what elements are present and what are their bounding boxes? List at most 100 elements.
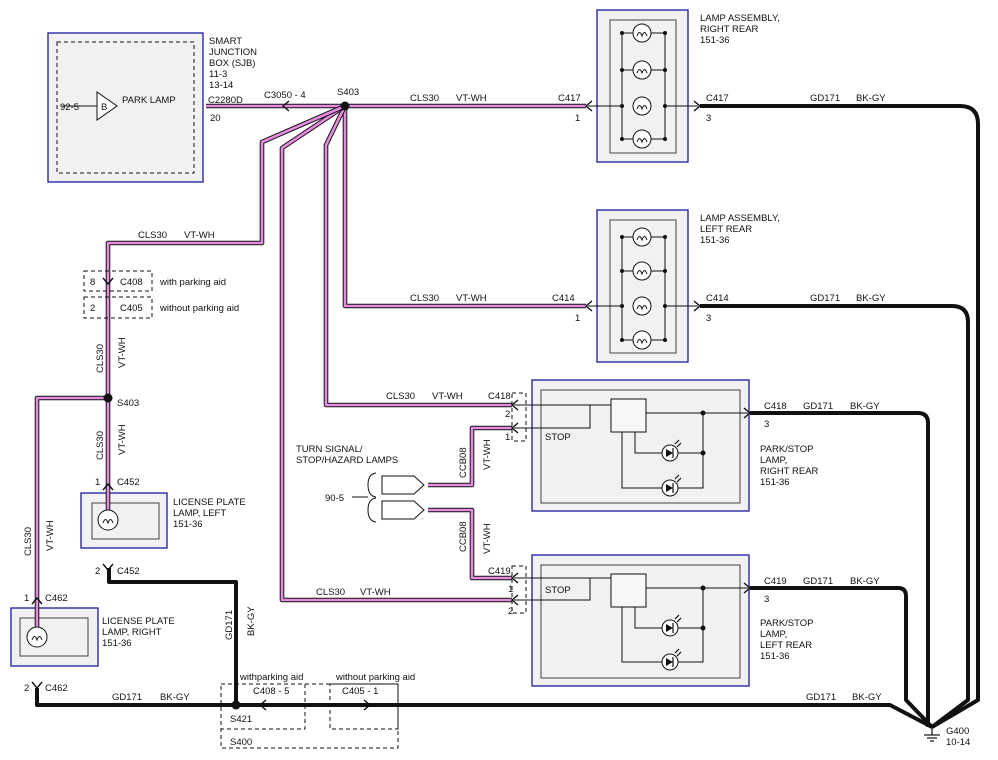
license-plate-lamp-right: [10, 607, 99, 667]
label-wires-vtwh: VT-WH: [45, 520, 56, 551]
label-pins-p1: 1: [505, 432, 510, 443]
label-pins-p3: 3: [706, 313, 711, 324]
lamp-assembly-labels: LAMP ASSEMBLY, RIGHT REAR 151-36 LAMP AS…: [700, 13, 780, 246]
label-pins-p1: 1: [24, 593, 29, 604]
label-pins-p2: 2: [95, 566, 100, 577]
label-splices-s421: S421: [230, 714, 252, 725]
label-labels-lpr1: LICENSE PLATE: [102, 616, 175, 627]
label-wires-gd: GD171: [806, 692, 836, 703]
label-wires-gd: GD171: [803, 401, 833, 412]
label-pins-p2: 2: [508, 606, 513, 617]
label-pins-p2: 2: [505, 409, 510, 420]
label-wires-vtwh: VT-WH: [432, 391, 463, 402]
label-wires-cls: CLS30: [95, 344, 106, 373]
label-conns-c452b: C452: [117, 566, 140, 577]
label-labels-lpr2: LAMP, RIGHT: [102, 627, 162, 638]
label-wires-bkgy: BK-GY: [850, 401, 880, 412]
label-labels-ps1_4: 151-36: [760, 477, 790, 488]
turn-signal-labels: TURN SIGNAL/ STOP/HAZARD LAMPS 90-5 CCB0…: [296, 439, 493, 554]
label-wires-vtwh: VT-WH: [482, 439, 493, 470]
splice-dots: [103, 101, 350, 710]
sjb-pin: 20: [210, 113, 221, 124]
label-conns-c462b: C462: [45, 683, 68, 694]
label-wires-vtwh: VT-WH: [360, 587, 391, 598]
label-labels-ps2_1: PARK/STOP: [760, 618, 814, 629]
label-wires-cls: CLS30: [386, 391, 415, 402]
label-wires-gd: GD171: [810, 293, 840, 304]
label-wires-vtwh: VT-WH: [456, 93, 487, 104]
label-labels-g400: G400: [946, 726, 969, 737]
label-labels-ps1_3: RIGHT REAR: [760, 466, 819, 477]
label-wires-bkgy: BK-GY: [246, 606, 257, 636]
label-wires-vtwh: VT-WH: [117, 337, 128, 368]
label-wires-gd: GD171: [803, 576, 833, 587]
label-labels-stop: STOP: [545, 432, 571, 443]
label-labels-lar3: 151-36: [700, 35, 730, 46]
label-wires-vtwh: VT-WH: [456, 293, 487, 304]
label-wires-cls: CLS30: [138, 230, 167, 241]
label-pins-p3: 3: [706, 113, 711, 124]
label-labels-lpl3: 151-36: [173, 519, 203, 530]
label-pins-p8: 8: [90, 277, 95, 288]
label-wires-gd: GD171: [112, 692, 142, 703]
label-labels-turn1: TURN SIGNAL/: [296, 444, 363, 455]
label-wires-cls: CLS30: [23, 527, 34, 556]
label-labels-ps2_3: LEFT REAR: [760, 640, 812, 651]
label-labels-lar2: RIGHT REAR: [700, 24, 759, 35]
connector-boxes: [83, 270, 527, 749]
label-conns-c408: C408: [120, 277, 143, 288]
label-wires-cls: CLS30: [410, 93, 439, 104]
label-wires-vtwh: VT-WH: [117, 424, 128, 455]
label-conns-c419a: C419: [488, 566, 511, 577]
bulb-icons: [26, 23, 667, 648]
label-wires-bkgy: BK-GY: [856, 293, 886, 304]
park-stop-labels: CLS30 VT-WH C418 2 1 STOP C418 3 GD171 B…: [316, 391, 880, 662]
sjb-circuit: PARK LAMP: [122, 95, 176, 106]
label-wires-ccb: CCB08: [458, 521, 469, 552]
label-labels-stop: STOP: [545, 585, 571, 596]
label-labels-ps1_2: LAMP,: [760, 455, 787, 466]
smart-junction-box: [47, 32, 204, 183]
sjb-connector: C2280D: [208, 95, 243, 106]
label-wires-bkgy: BK-GY: [852, 692, 882, 703]
label-wires-ccb: CCB08: [458, 447, 469, 478]
label-conns-c414a: C414: [552, 293, 575, 304]
label-conns-c418b: C418: [764, 401, 787, 412]
label-labels-lar1: LAMP ASSEMBLY,: [700, 13, 780, 24]
label-pins-p1: 1: [575, 313, 580, 324]
label-conns-c405: C405: [120, 303, 143, 314]
label-labels-without2: without parking aid: [335, 672, 415, 683]
label-wires-gd: GD171: [224, 610, 235, 640]
label-labels-lal3: 151-36: [700, 235, 730, 246]
sjb-title-1: SMART: [209, 36, 242, 47]
label-wires-cls: CLS30: [410, 293, 439, 304]
label-labels-g400p: 10-14: [946, 737, 970, 748]
label-labels-withaid2: withparking aid: [239, 672, 303, 683]
label-conns-c417b: C417: [706, 93, 729, 104]
label-labels-without_aid: without parking aid: [159, 303, 239, 314]
splice-s403-top: S403: [337, 87, 359, 98]
label-pins-p1: 1: [508, 584, 513, 595]
left-side-labels: CLS30 VT-WH 8 C408 with parking aid 2 C4…: [23, 230, 257, 694]
sjb-pin-in: 92-5: [60, 102, 79, 113]
connector-arrows: [31, 100, 752, 711]
ground-icon: [924, 727, 940, 742]
label-splices-s400: S400: [230, 737, 252, 748]
label-conns-c417a: C417: [558, 93, 581, 104]
label-splices-s403_left: S403: [117, 398, 139, 409]
label-labels-with_aid: with parking aid: [159, 277, 226, 288]
label-labels-ps2_4: 151-36: [760, 651, 790, 662]
label-labels-lal1: LAMP ASSEMBLY,: [700, 213, 780, 224]
label-labels-lpl2: LAMP, LEFT: [173, 508, 226, 519]
label-labels-ps2_2: LAMP,: [760, 629, 787, 640]
conn-c3050: C3050 - 4: [264, 90, 306, 101]
label-pins-p1: 1: [575, 113, 580, 124]
label-conns-c414b: C414: [706, 293, 729, 304]
turn-signal-connectors: [352, 472, 425, 523]
park-lamp-feed-wires: [34, 103, 586, 630]
label-labels-ps1_1: PARK/STOP: [760, 444, 814, 455]
label-conns-c419b: C419: [764, 576, 787, 587]
label-conns-c405b: C405 - 1: [342, 686, 378, 697]
bottom-labels: GD171 BK-GY withparking aid without park…: [112, 672, 970, 748]
